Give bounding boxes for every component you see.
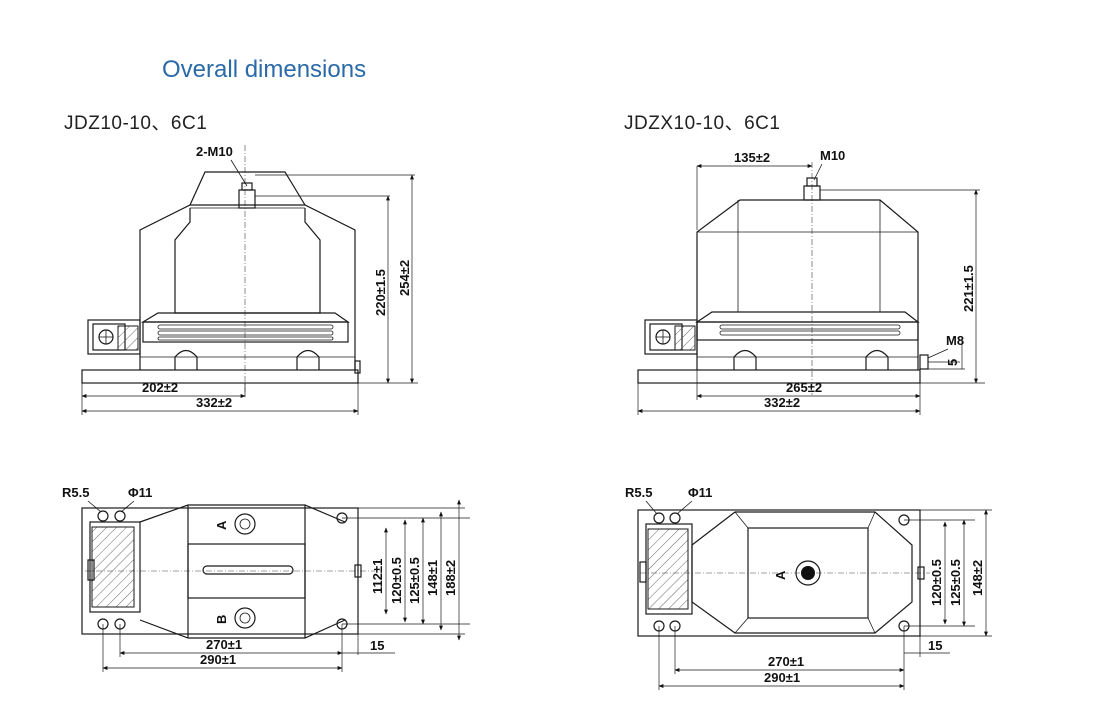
left-top-view: A B R5.5 Φ11 112±1 120±0.5 125±0.5 148±1… <box>62 485 470 672</box>
right-front-width-total: 332±2 <box>764 395 800 410</box>
page-title: Overall dimensions <box>162 56 367 83</box>
left-top-d120: 120±0.5 <box>389 557 404 604</box>
left-top-terminal-b: B <box>214 615 229 624</box>
right-front-base-thread: M8 <box>946 333 964 348</box>
right-model-label: JDZX10-10、6C1 <box>624 113 781 134</box>
right-front-base-gap: 5 <box>945 359 960 366</box>
left-front-height-body: 220±1.5 <box>373 269 388 316</box>
left-top-d148: 148±1 <box>425 560 440 596</box>
left-top-hole: Φ11 <box>128 485 152 500</box>
left-top-radius: R5.5 <box>62 485 89 500</box>
right-top-length-290: 290±1 <box>764 670 800 685</box>
right-top-length-270: 270±1 <box>768 654 804 669</box>
left-top-offset-15: 15 <box>370 638 384 653</box>
right-top-d148: 148±2 <box>970 560 985 596</box>
left-top-d125: 125±0.5 <box>407 557 422 604</box>
right-top-d125: 125±0.5 <box>948 559 963 606</box>
right-top-terminal-a: A <box>773 570 788 580</box>
left-top-length-290: 290±1 <box>200 652 236 667</box>
left-front-thread-label: 2-M10 <box>196 144 233 159</box>
left-front-height-total: 254±2 <box>397 260 412 296</box>
left-top-length-270: 270±1 <box>206 637 242 652</box>
right-top-hole: Φ11 <box>688 485 712 500</box>
right-front-height: 221±1.5 <box>961 265 976 312</box>
right-top-radius: R5.5 <box>625 485 652 500</box>
right-front-offset: 135±2 <box>734 150 770 165</box>
right-front-view: 135±2 M10 M8 5 265±2 332±2 221±1.5 <box>637 148 985 415</box>
left-top-d188: 188±2 <box>443 560 458 596</box>
right-top-offset-15: 15 <box>928 638 942 653</box>
left-top-d112: 112±1 <box>370 559 385 594</box>
left-model-label: JDZ10-10、6C1 <box>64 113 208 134</box>
left-front-view: 2-M10 202±2 332±2 220±1.5 254±2 <box>81 144 418 415</box>
left-front-width-total: 332±2 <box>196 395 232 410</box>
right-top-view: A R5.5 Φ11 120±0.5 125±0.5 148±2 270±1 2… <box>625 485 992 690</box>
right-front-width-inner: 265±2 <box>786 380 822 395</box>
left-top-terminal-a: A <box>214 520 229 530</box>
right-front-thread-label: M10 <box>820 148 845 163</box>
left-front-width-inner: 202±2 <box>142 380 178 395</box>
right-top-d120: 120±0.5 <box>929 559 944 606</box>
